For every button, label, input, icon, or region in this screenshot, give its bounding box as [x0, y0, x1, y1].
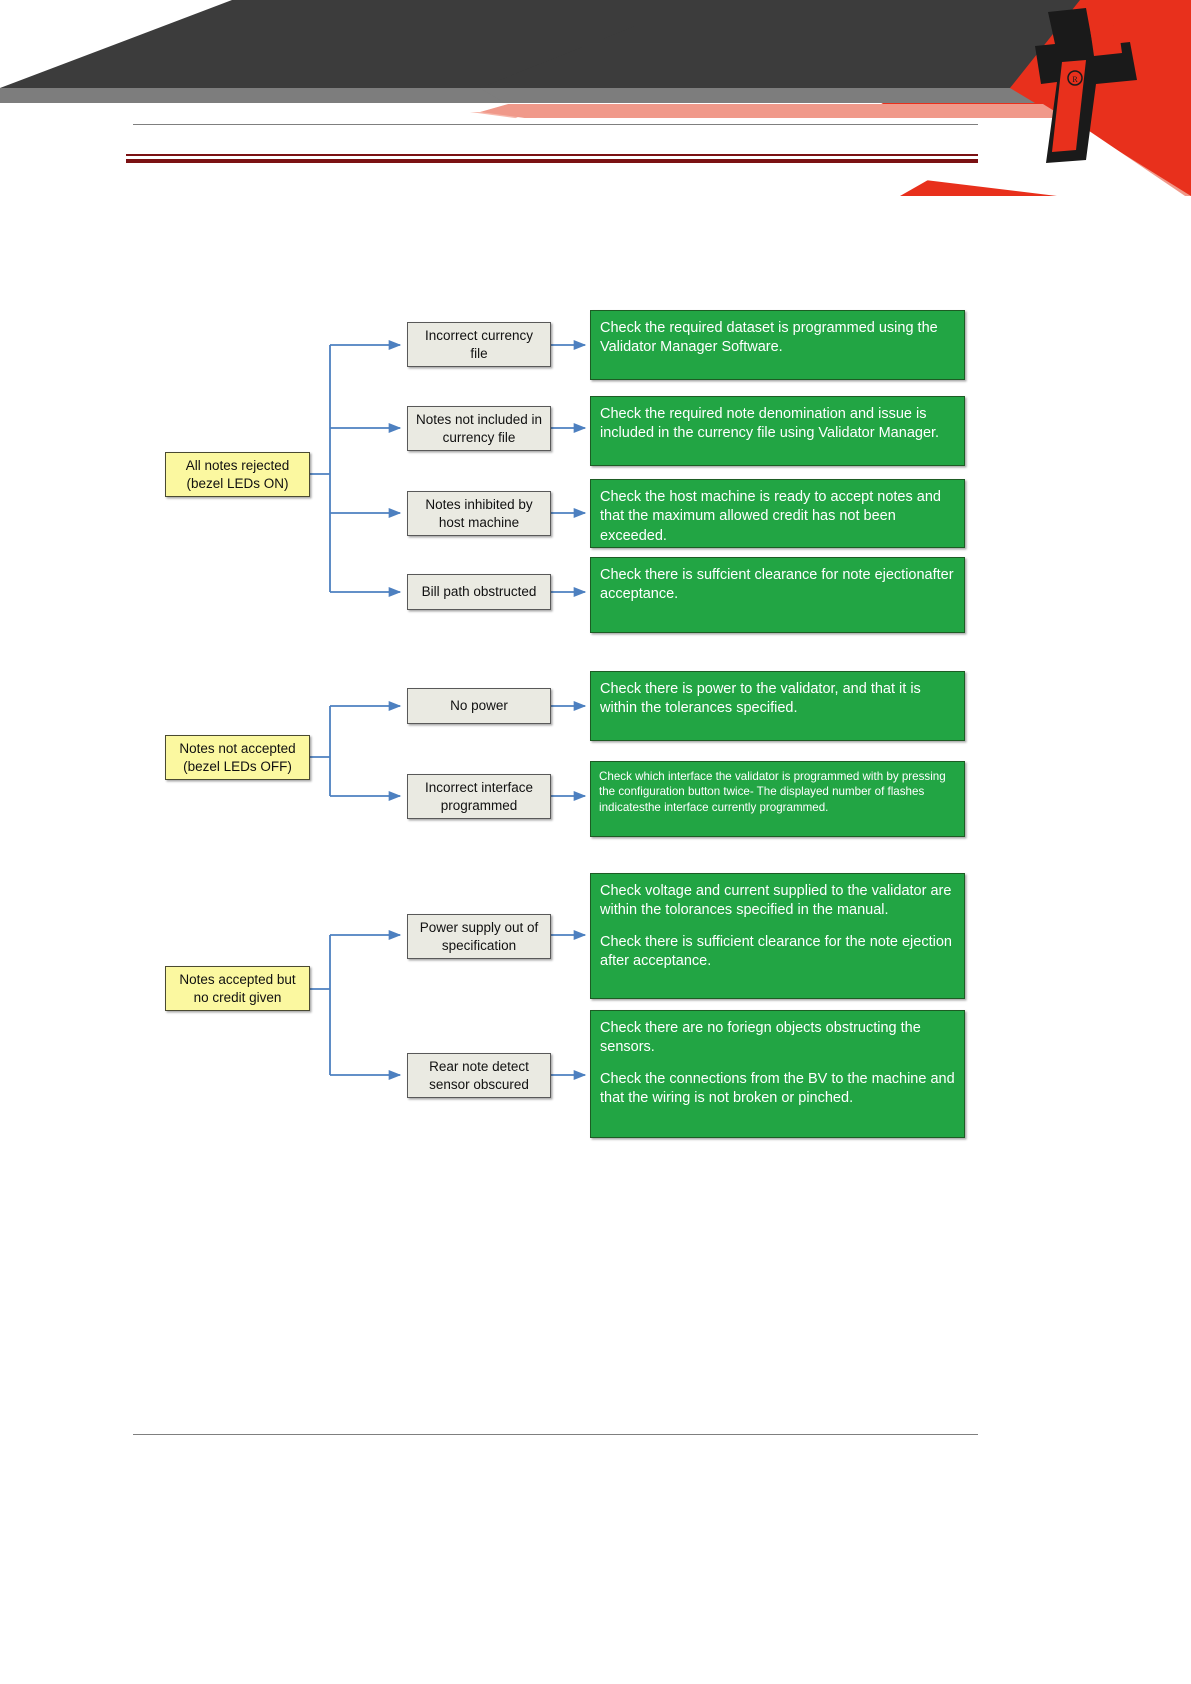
- cause-label-line2: currency file: [442, 429, 516, 445]
- cause-node-incorrect-interface[interactable]: Incorrect interface programmed: [407, 774, 551, 819]
- cause-label-line1: Bill path obstructed: [421, 584, 537, 600]
- action-text: Check which interface the validator is p…: [599, 770, 946, 814]
- cause-label-line1: Power supply out of: [419, 920, 539, 936]
- cause-label-line2: file: [470, 345, 488, 361]
- cause-node-bill-path-obstructed[interactable]: Bill path obstructed: [407, 574, 551, 610]
- action-text-2: Check the connections from the BV to the…: [600, 1070, 955, 1106]
- action-text: Check the required dataset is programmed…: [600, 320, 938, 356]
- header-rule-thin: [133, 124, 978, 125]
- problem-label-line1: Notes accepted but: [179, 972, 296, 988]
- action-text: Check the required note denomination and…: [600, 406, 940, 442]
- action-node-check-voltage-current[interactable]: Check voltage and current supplied to th…: [590, 873, 965, 999]
- action-node-check-interface-programmed[interactable]: Check which interface the validator is p…: [590, 761, 965, 837]
- action-node-check-foreign-objects[interactable]: Check there are no foriegn objects obstr…: [590, 1010, 965, 1138]
- header-rule-thick-lower: [126, 159, 978, 163]
- problem-node-all-notes-rejected[interactable]: All notes rejected (bezel LEDs ON): [165, 452, 310, 497]
- action-text-2: Check there is sufficient clearance for …: [600, 933, 952, 969]
- action-text: Check there is power to the validator, a…: [600, 681, 921, 717]
- action-node-check-host-machine-ready[interactable]: Check the host machine is ready to accep…: [590, 479, 965, 548]
- problem-node-notes-accepted-no-credit[interactable]: Notes accepted but no credit given: [165, 966, 310, 1011]
- cause-label-line2: host machine: [438, 514, 520, 530]
- action-node-check-dataset-programmed[interactable]: Check the required dataset is programmed…: [590, 310, 965, 380]
- cause-label-line2: sensor obscured: [429, 1076, 529, 1092]
- problem-node-notes-not-accepted[interactable]: Notes not accepted (bezel LEDs OFF): [165, 735, 310, 780]
- header-rule-thick-upper: [126, 154, 978, 156]
- action-node-check-power-tolerances[interactable]: Check there is power to the validator, a…: [590, 671, 965, 741]
- problem-label-line1: Notes not accepted: [179, 741, 296, 757]
- problem-label-line2: no credit given: [193, 989, 282, 1005]
- cause-label-line1: Rear note detect: [429, 1059, 529, 1075]
- cause-label-line2: specification: [441, 937, 517, 953]
- action-node-check-note-denomination[interactable]: Check the required note denomination and…: [590, 396, 965, 466]
- cause-label-line1: Incorrect currency: [424, 328, 534, 344]
- cause-node-notes-not-included[interactable]: Notes not included in currency file: [407, 406, 551, 451]
- cause-node-incorrect-currency-file[interactable]: Incorrect currency file: [407, 322, 551, 367]
- page-header-banner: R: [0, 0, 1191, 196]
- cause-label-line1: No power: [450, 698, 508, 714]
- cause-node-notes-inhibited[interactable]: Notes inhibited by host machine: [407, 491, 551, 536]
- banner-graphic: R: [0, 0, 1191, 196]
- cause-label-line1: Notes inhibited by: [425, 497, 533, 513]
- action-text-1: Check there are no foriegn objects obstr…: [600, 1020, 921, 1056]
- footer-rule: [133, 1434, 978, 1435]
- cause-node-power-supply-out-of-spec[interactable]: Power supply out of specification: [407, 914, 551, 959]
- action-text: Check the host machine is ready to accep…: [600, 489, 941, 544]
- cause-node-no-power[interactable]: No power: [407, 688, 551, 724]
- cause-label-line2: programmed: [440, 797, 518, 813]
- cause-label-line1: Notes not included in: [415, 412, 543, 428]
- svg-text:R: R: [1072, 75, 1078, 84]
- action-text-1: Check voltage and current supplied to th…: [600, 883, 952, 919]
- problem-label-line2: (bezel LEDs ON): [186, 475, 289, 491]
- cause-label-line1: Incorrect interface: [424, 780, 534, 796]
- action-text: Check there is suffcient clearance for n…: [600, 567, 954, 603]
- problem-label-line2: (bezel LEDs OFF): [183, 758, 292, 774]
- action-node-check-clearance-ejection[interactable]: Check there is suffcient clearance for n…: [590, 557, 965, 633]
- t-mark-logo: R: [1035, 8, 1137, 163]
- cause-node-rear-sensor-obscured[interactable]: Rear note detect sensor obscured: [407, 1053, 551, 1098]
- problem-label-line1: All notes rejected: [185, 458, 290, 474]
